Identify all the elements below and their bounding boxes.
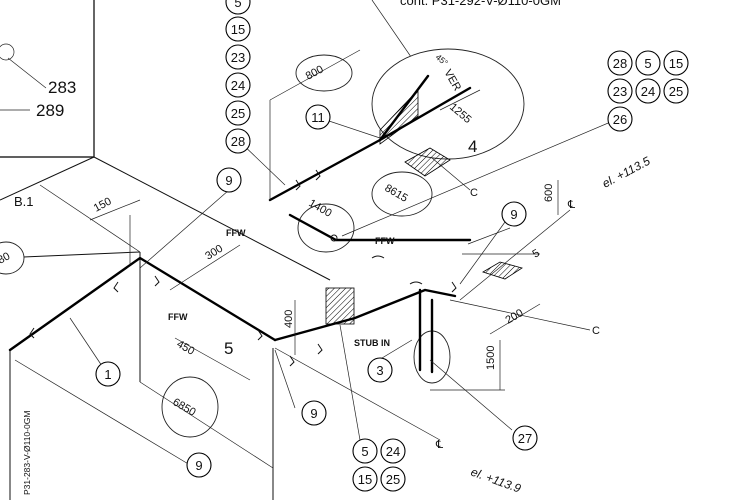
svg-text:23: 23	[231, 50, 245, 65]
svg-text:24: 24	[386, 444, 400, 459]
svg-text:9: 9	[310, 406, 317, 421]
label-289: 289	[36, 101, 64, 120]
bubble-9-d: 9	[186, 452, 212, 478]
bubble-11: 11	[305, 104, 331, 130]
svg-text:25: 25	[231, 106, 245, 121]
elevation-top: el. +113.5	[600, 154, 653, 191]
svg-text:1: 1	[104, 367, 111, 382]
bubble-26: 26	[607, 106, 633, 132]
section-5-b: 5	[531, 247, 542, 260]
svg-text:15: 15	[358, 472, 372, 487]
svg-text:28: 28	[613, 56, 627, 71]
leader-lines	[14, 117, 513, 466]
svg-text:5: 5	[644, 56, 651, 71]
elevation-bottom: el. +113.9	[469, 465, 523, 496]
dim-600: 600	[543, 184, 555, 202]
svg-text:9: 9	[510, 207, 517, 222]
ffw-label-1: FFW	[226, 228, 246, 238]
svg-text:5: 5	[361, 444, 368, 459]
svg-text:28: 28	[231, 134, 245, 149]
structure-outline	[0, 156, 331, 500]
svg-text:11: 11	[311, 110, 325, 125]
section-4: 4	[468, 137, 477, 156]
dim-200: 200	[504, 307, 526, 327]
svg-text:27: 27	[518, 431, 532, 446]
dim-300: 300	[203, 243, 225, 263]
bubble-grid-top: 28 5 15 23 24 25	[607, 50, 689, 104]
bubble-column-left: 5 15 23 24 25 28	[225, 0, 251, 154]
ref-b1: B.1	[14, 194, 34, 209]
cloud-800	[295, 54, 353, 92]
svg-text:24: 24	[231, 78, 245, 93]
svg-text:25: 25	[669, 84, 683, 99]
svg-text:23: 23	[613, 84, 627, 99]
bubble-1: 1	[95, 361, 121, 387]
cloud-80	[0, 241, 25, 275]
header-note: cont. P31-292-V-Ø110-0GM	[400, 0, 561, 8]
dim-1500: 1500	[485, 346, 497, 370]
svg-text:9: 9	[195, 458, 202, 473]
stub-in-label: STUB IN	[354, 338, 390, 348]
cloud-8615	[371, 171, 433, 217]
pipe-fittings	[29, 169, 457, 367]
revision-clouds	[0, 48, 525, 438]
svg-text:15: 15	[231, 22, 245, 37]
svg-text:15: 15	[669, 56, 683, 71]
pipe-runs	[8, 74, 472, 374]
bubble-27: 27	[512, 425, 538, 451]
ffw-label-3: FFW	[168, 312, 188, 322]
svg-text:26: 26	[613, 112, 627, 127]
c-label-a: C	[470, 187, 478, 199]
hatched-support-4	[404, 147, 451, 177]
cloud-main	[371, 48, 525, 160]
svg-text:5: 5	[234, 0, 241, 10]
dim-400: 400	[283, 310, 295, 328]
cloud-6850	[161, 376, 219, 438]
svg-text:24: 24	[641, 84, 655, 99]
hatched-circle-icon	[0, 43, 15, 61]
bubble-9-c: 9	[301, 400, 327, 426]
centerline-bottom: ℄	[435, 439, 443, 451]
pipe-label: P31-283-V-Ø110-0GM	[22, 411, 32, 495]
bubble-3: 3	[367, 357, 393, 383]
dim-450: 450	[175, 338, 197, 358]
hatched-wall	[325, 287, 355, 325]
section-5-a: 5	[224, 339, 233, 358]
svg-text:25: 25	[386, 472, 400, 487]
bubble-9-a: 9	[216, 167, 242, 193]
c-label-b: C	[592, 325, 600, 337]
bubble-9-b: 9	[501, 201, 527, 227]
title-block-frame	[0, 0, 95, 158]
hatched-support-5	[482, 261, 523, 280]
label-283: 283	[48, 78, 76, 97]
svg-text:3: 3	[376, 363, 383, 378]
ffw-label-2: FFW	[375, 236, 395, 246]
centerline-right: ℄	[567, 199, 575, 211]
dimension-lines	[39, 49, 621, 469]
bubble-grid-bottom: 5 24 15 25	[352, 438, 406, 492]
svg-text:9: 9	[225, 173, 232, 188]
